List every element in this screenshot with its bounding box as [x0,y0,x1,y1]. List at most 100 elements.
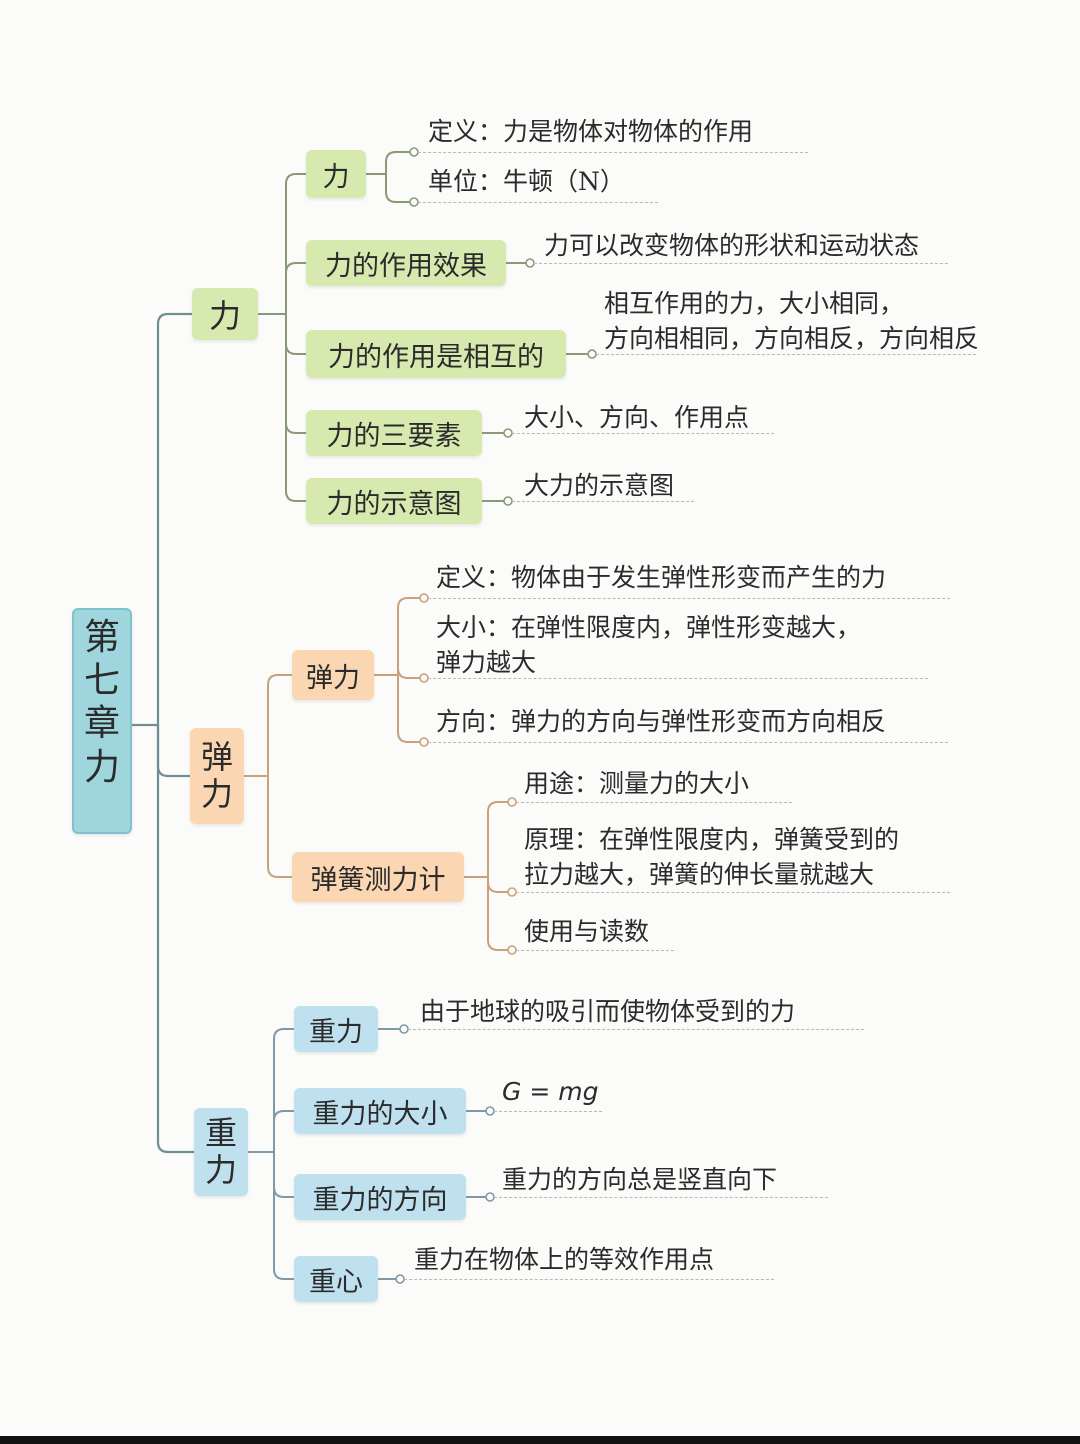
sub-node-1-1: 弹簧测力计 [292,852,464,902]
branch-2-to-child-1 [273,1110,295,1153]
leaf-underline [408,1029,864,1030]
leaf-underline [428,742,948,743]
branch-0-to-child-1 [285,262,307,315]
child-1-0-leaf-0-line [397,597,425,676]
bottom-bar [0,1436,1080,1444]
leaf-text-1-1-0: 用途：测量力的大小 [524,766,749,801]
leaf-text-0-0-0: 定义：力是物体对物体的作用 [428,114,753,149]
leaf-text-line: 拉力越大，弹簧的伸长量就越大 [524,860,875,889]
leaf-dot-1-1-1 [507,887,517,897]
trunk-connector-1 [156,723,192,778]
leaf-text-line: 单位：牛顿（N） [428,167,625,196]
sub-node-0-4: 力的示意图 [306,478,482,524]
leaf-underline [494,1197,828,1198]
sub-node-2-1: 重力的大小 [294,1088,466,1134]
leaf-dot-2-1-0 [485,1106,495,1116]
leaf-underline [512,501,694,502]
leaf-underline [428,598,950,599]
leaf-dot-1-0-0 [419,593,429,603]
leaf-underline [516,892,950,893]
leaf-dot-1-0-2 [419,737,429,747]
sub-node-0-1: 力的作用效果 [306,240,506,286]
sub-node-0-2: 力的作用是相互的 [306,330,566,378]
leaf-dot-2-2-0 [485,1192,495,1202]
sub-node-2-0: 重力 [294,1006,378,1052]
leaf-dot-0-3-0 [503,428,513,438]
leaf-text-line: 由于地球的吸引而使物体受到的力 [420,997,796,1026]
leaf-text-line: 大力的示意图 [524,471,675,500]
child-1-1-leaf-2-line [487,876,513,951]
leaf-text-1-0-2: 方向：弹力的方向与弹性形变而方向相反 [436,704,886,739]
root-node-chapter-7: 第七章力 [72,608,132,834]
leaf-dot-2-0-0 [399,1024,409,1034]
leaf-text-2-1-0: G = mg [502,1074,598,1109]
leaf-dot-1-1-2 [507,945,517,955]
leaf-underline [516,950,674,951]
leaf-underline [428,678,928,679]
trunk-connector-0 [156,312,194,727]
leaf-underline [516,802,792,803]
leaf-text-2-3-0: 重力在物体上的等效作用点 [414,1242,714,1277]
branch-0-to-child-4 [285,313,307,502]
leaf-text-2-0-0: 由于地球的吸引而使物体受到的力 [420,994,795,1029]
child-0-0-leaf-0-line [385,151,415,175]
sub-node-0-0: 力 [306,150,366,198]
branch-node-2: 重力 [194,1108,248,1196]
leaf-text-0-4-0: 大力的示意图 [524,468,674,503]
sub-node-2-2: 重力的方向 [294,1174,466,1220]
leaf-dot-0-0-0 [409,147,419,157]
leaf-text-line: 重力在物体上的等效作用点 [414,1245,715,1274]
leaf-text-line: 使用与读数 [524,917,650,946]
branch-2-to-child-0 [273,1028,295,1153]
child-1-0-leaf-1-line [397,667,425,679]
leaf-underline [418,202,658,203]
leaf-text-line: 方向：弹力的方向与弹性形变而方向相反 [436,707,887,736]
leaf-text-line: 大小：在弹性限度内，弹性形变越大， [436,613,862,642]
branch-0-to-child-3 [285,313,307,434]
leaf-text-line: 相互作用的力，大小相同， [604,289,905,318]
leaf-text-line: 弹力越大 [436,648,537,677]
leaf-text-line: 重力的方向总是竖直向下 [502,1165,778,1194]
leaf-dot-1-1-0 [507,797,517,807]
child-1-1-leaf-0-line [487,801,513,878]
leaf-text-1-1-1: 原理：在弹性限度内，弹簧受到的拉力越大，弹簧的伸长量就越大 [524,822,899,892]
leaf-text-1-0-1: 大小：在弹性限度内，弹性形变越大， 弹力越大 [436,610,861,680]
leaf-underline [534,263,948,264]
trunk-connector-2 [156,723,196,1154]
leaf-text-2-2-0: 重力的方向总是竖直向下 [502,1162,777,1197]
branch-1-to-child-1 [267,775,293,878]
leaf-text-1-1-2: 使用与读数 [524,914,649,949]
leaf-text-line: 原理：在弹性限度内，弹簧受到的 [524,825,900,854]
leaf-dot-0-4-0 [503,496,513,506]
leaf-text-0-2-0: 相互作用的力，大小相同， 方向相相同，方向相反，方向相反 [604,286,979,356]
leaf-dot-0-0-1 [409,197,419,207]
leaf-text-line: 大小、方向、作用点 [524,403,750,432]
leaf-underline [418,152,808,153]
leaf-text-line: 方向相相同，方向相反，方向相反 [604,324,980,353]
leaf-underline [596,354,976,355]
leaf-text-line: 用途：测量力的大小 [524,769,750,798]
child-1-0-leaf-2-line [397,674,425,743]
leaf-dot-2-3-0 [395,1274,405,1284]
branch-2-to-child-3 [273,1151,295,1280]
branch-node-1: 弹力 [190,728,244,824]
child-0-0-leaf-1-line [385,173,415,203]
branch-1-to-child-0 [267,674,293,777]
sub-node-0-3: 力的三要素 [306,410,482,456]
branch-0-to-child-2 [285,313,307,355]
leaf-underline [404,1279,774,1280]
leaf-text-0-3-0: 大小、方向、作用点 [524,400,749,435]
leaf-text-line: 力可以改变物体的形状和运动状态 [544,231,920,260]
leaf-text-0-0-1: 单位：牛顿（N） [428,164,625,199]
sub-node-1-0: 弹力 [292,650,374,700]
leaf-dot-0-2-0 [587,349,597,359]
leaf-text-line: 定义：物体由于发生弹性形变而产生的力 [436,563,887,592]
branch-node-0: 力 [192,288,258,340]
leaf-underline [494,1111,602,1112]
branch-2-to-child-2 [273,1151,295,1198]
sub-node-2-3: 重心 [294,1256,378,1302]
leaf-underline [512,433,774,434]
branch-0-to-child-0 [285,173,307,315]
leaf-text-1-0-0: 定义：物体由于发生弹性形变而产生的力 [436,560,886,595]
